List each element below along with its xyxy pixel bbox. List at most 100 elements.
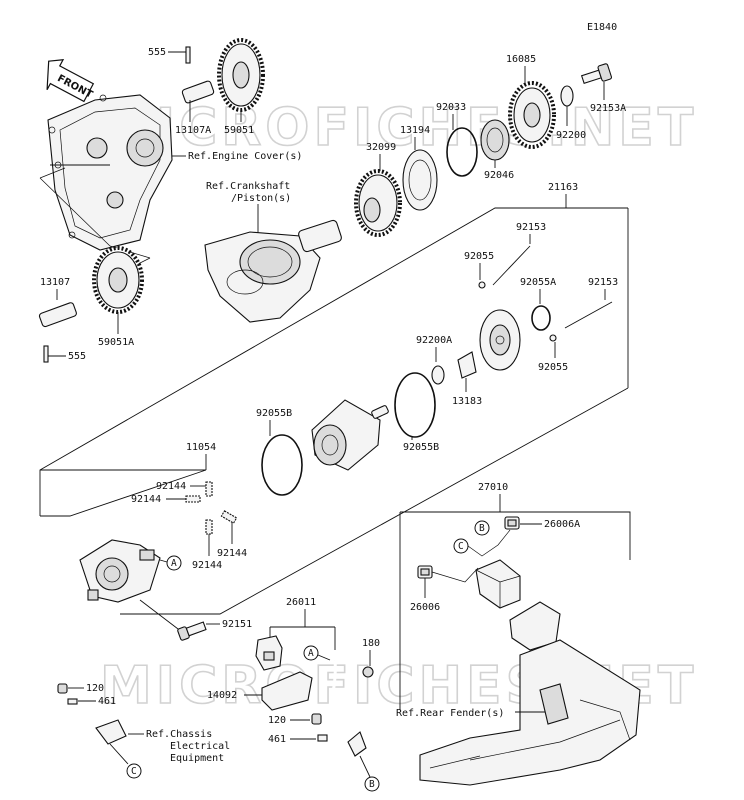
cable-terminal	[347, 731, 367, 757]
callout-c-relay: C	[453, 538, 469, 554]
bolt-92153-b	[564, 301, 613, 329]
bolt-120-a	[57, 683, 68, 694]
ref-chassis-3: Equipment	[170, 753, 224, 764]
label-461-a: 461	[98, 696, 116, 707]
callout-a-left: A	[166, 555, 182, 571]
callout-a-right: A	[303, 645, 319, 661]
svg-text:A: A	[308, 648, 314, 659]
label-21163: 21163	[548, 182, 578, 193]
label-92055b-left: 92055B	[256, 408, 292, 419]
gear-59051a	[92, 246, 144, 314]
label-92055b-right: 92055B	[403, 442, 439, 453]
washer-461-b	[317, 734, 328, 742]
label-13107: 13107	[40, 277, 70, 288]
bolt-92151	[177, 621, 207, 641]
label-92046: 92046	[484, 170, 514, 181]
nut-180	[362, 666, 374, 678]
label-92144-a: 92144	[156, 481, 186, 492]
label-461-b: 461	[268, 734, 286, 745]
frame-21163	[39, 207, 628, 516]
ground-lead	[95, 719, 127, 745]
plate-13183	[457, 351, 477, 379]
label-26006a: 26006A	[544, 519, 580, 530]
label-13194: 13194	[400, 125, 430, 136]
svg-text:C: C	[458, 541, 464, 552]
clutch-13194	[402, 149, 438, 211]
label-92200: 92200	[556, 130, 586, 141]
shaft-13107a	[181, 80, 215, 104]
label-27010: 27010	[478, 482, 508, 493]
fuse-26006	[417, 565, 433, 579]
label-92151: 92151	[222, 619, 252, 630]
label-92200a: 92200A	[416, 335, 452, 346]
label-13107a: 13107A	[175, 125, 211, 136]
washer-461-a	[67, 698, 78, 705]
starter-motor	[311, 399, 389, 471]
spring-92144-b	[185, 495, 201, 503]
ref-chassis-2: Electrical	[170, 741, 230, 752]
label-16085: 16085	[506, 54, 536, 65]
ref-crankshaft-2: /Piston(s)	[231, 193, 291, 204]
label-555-bottom: 555	[68, 351, 86, 362]
label-92144-c: 92144	[217, 548, 247, 559]
callout-b-relay: B	[474, 520, 490, 536]
label-92144-b: 92144	[131, 494, 161, 505]
label-92055a: 92055A	[520, 277, 556, 288]
gear-59051	[217, 38, 265, 112]
crankshaft	[204, 219, 342, 323]
fuse-26006a	[504, 516, 520, 530]
label-13183: 13183	[452, 396, 482, 407]
label-92153-b: 92153	[588, 277, 618, 288]
svg-text:B: B	[479, 523, 485, 534]
gear-16085	[508, 81, 556, 149]
label-26011: 26011	[286, 597, 316, 608]
label-59051a: 59051A	[98, 337, 134, 348]
label-11054: 11054	[186, 442, 216, 453]
bearing-92046	[480, 119, 510, 161]
label-120-b: 120	[268, 715, 286, 726]
engine-cover-assembly	[47, 94, 173, 251]
ref-crankshaft-1: Ref.Crankshaft	[206, 181, 290, 192]
washer-92200	[560, 85, 574, 107]
snap-ring-92033	[446, 127, 478, 177]
pin-555-bottom	[43, 345, 49, 363]
watermark-top: MICROFICHES.NET	[100, 98, 697, 158]
label-92055-b: 92055	[538, 362, 568, 373]
label-92153a: 92153A	[590, 103, 626, 114]
callout-c-bottom: C	[126, 763, 142, 779]
oring-92055-b	[549, 334, 557, 342]
starter-relay	[475, 559, 521, 609]
ref-chassis-1: Ref.Chassis	[146, 729, 212, 740]
terminal-cover	[255, 635, 283, 671]
svg-text:B: B	[369, 779, 375, 790]
bolt-92153-a	[492, 245, 531, 286]
ref-rear-fender: Ref.Rear Fender(s)	[396, 708, 504, 719]
callout-b-bottom: B	[364, 776, 380, 792]
cover-14092	[261, 671, 313, 711]
pin-555-top	[185, 46, 191, 64]
diagram-id: E1840	[587, 22, 617, 33]
gear-32099	[354, 169, 402, 237]
frame-27010	[400, 511, 631, 560]
oring-92055a	[531, 305, 551, 331]
rear-fender	[419, 601, 641, 786]
ref-engine-cover: Ref.Engine Cover(s)	[188, 151, 302, 162]
shaft-13107	[38, 302, 77, 328]
bolt-92153a	[580, 63, 613, 85]
label-32099: 32099	[366, 142, 396, 153]
label-120-a: 120	[86, 683, 104, 694]
oring-92055b-right	[394, 372, 436, 438]
label-59051: 59051	[224, 125, 254, 136]
label-92144-d: 92144	[192, 560, 222, 571]
label-14092: 14092	[207, 690, 237, 701]
label-26006: 26006	[410, 602, 440, 613]
oring-92055b-left	[261, 434, 303, 496]
bolt-120-b	[311, 713, 322, 725]
label-92153-a: 92153	[516, 222, 546, 233]
spring-92144-c	[220, 510, 238, 524]
svg-text:C: C	[131, 766, 137, 777]
label-92055-a: 92055	[464, 251, 494, 262]
label-92033: 92033	[436, 102, 466, 113]
brush-holder-plate	[79, 539, 161, 603]
